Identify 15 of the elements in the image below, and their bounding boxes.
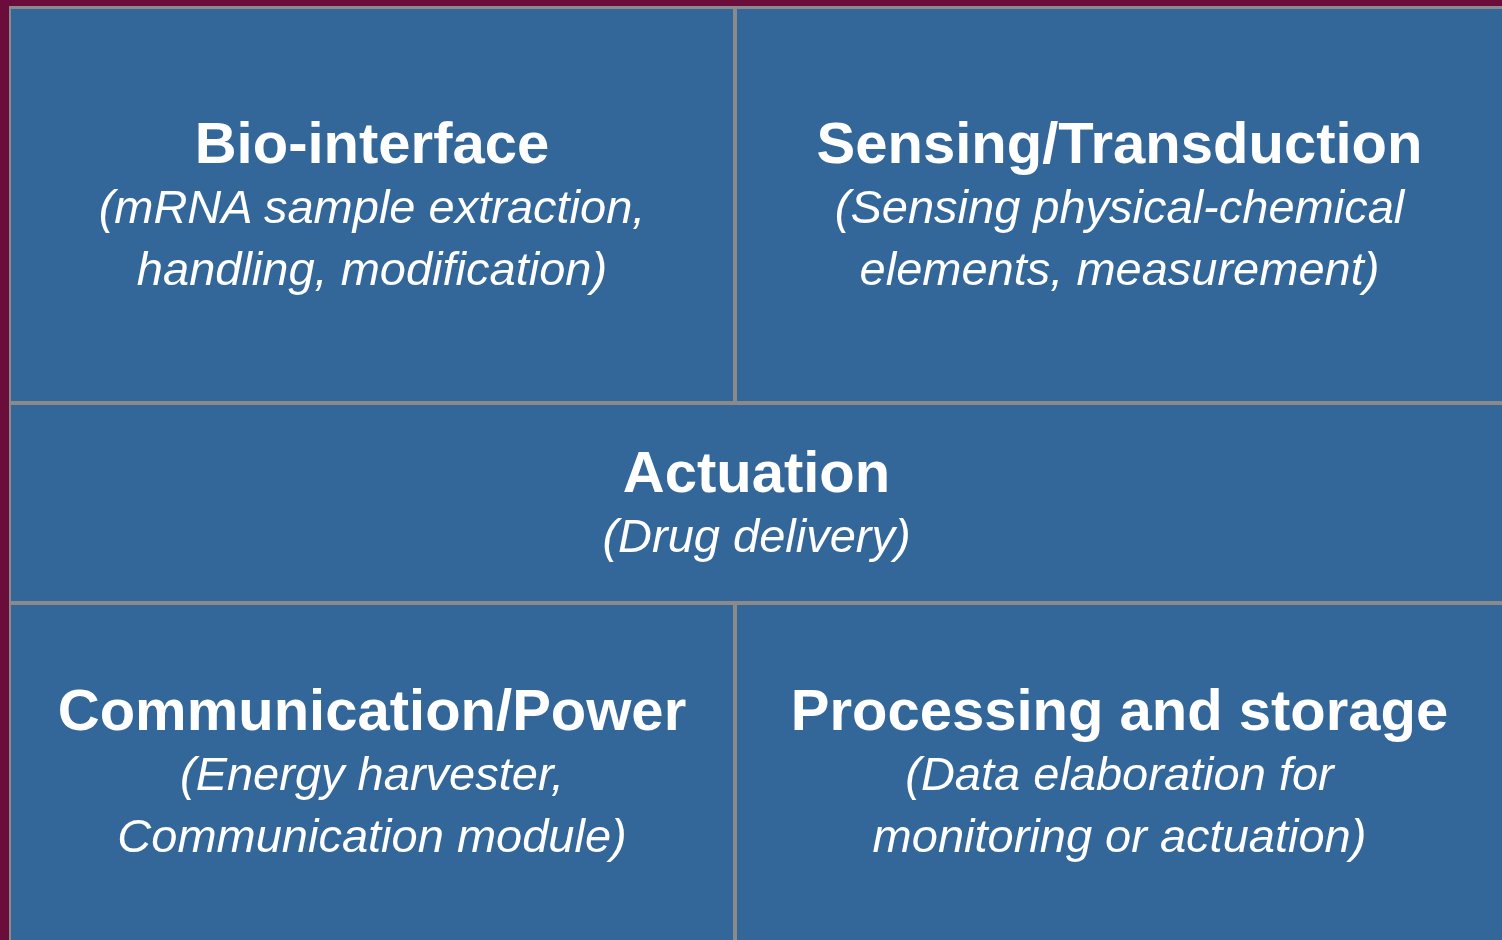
panel-heading: Bio-interface	[194, 110, 550, 176]
module-panel	[11, 605, 733, 940]
panel-description: (Data elaboration for monitoring or actuation)	[871, 746, 1368, 864]
panel-heading: Sensing/Transduction	[816, 110, 1423, 176]
panel-heading: Actuation	[622, 439, 891, 505]
module-panel	[737, 605, 1502, 940]
module-panel	[11, 9, 733, 401]
panel-description: (Drug delivery)	[602, 508, 911, 564]
panel-heading: Communication/Power	[57, 677, 687, 743]
module-panel	[11, 405, 1502, 601]
module-panel	[737, 9, 1502, 401]
panel-description: (Energy harvester, Communication module)	[116, 746, 628, 864]
panel-description: (Sensing physical-chemical elements, measurement)	[833, 179, 1407, 297]
panel-heading: Processing and storage	[790, 677, 1449, 743]
panel-description: (mRNA sample extraction, handling, modification)	[97, 179, 647, 297]
